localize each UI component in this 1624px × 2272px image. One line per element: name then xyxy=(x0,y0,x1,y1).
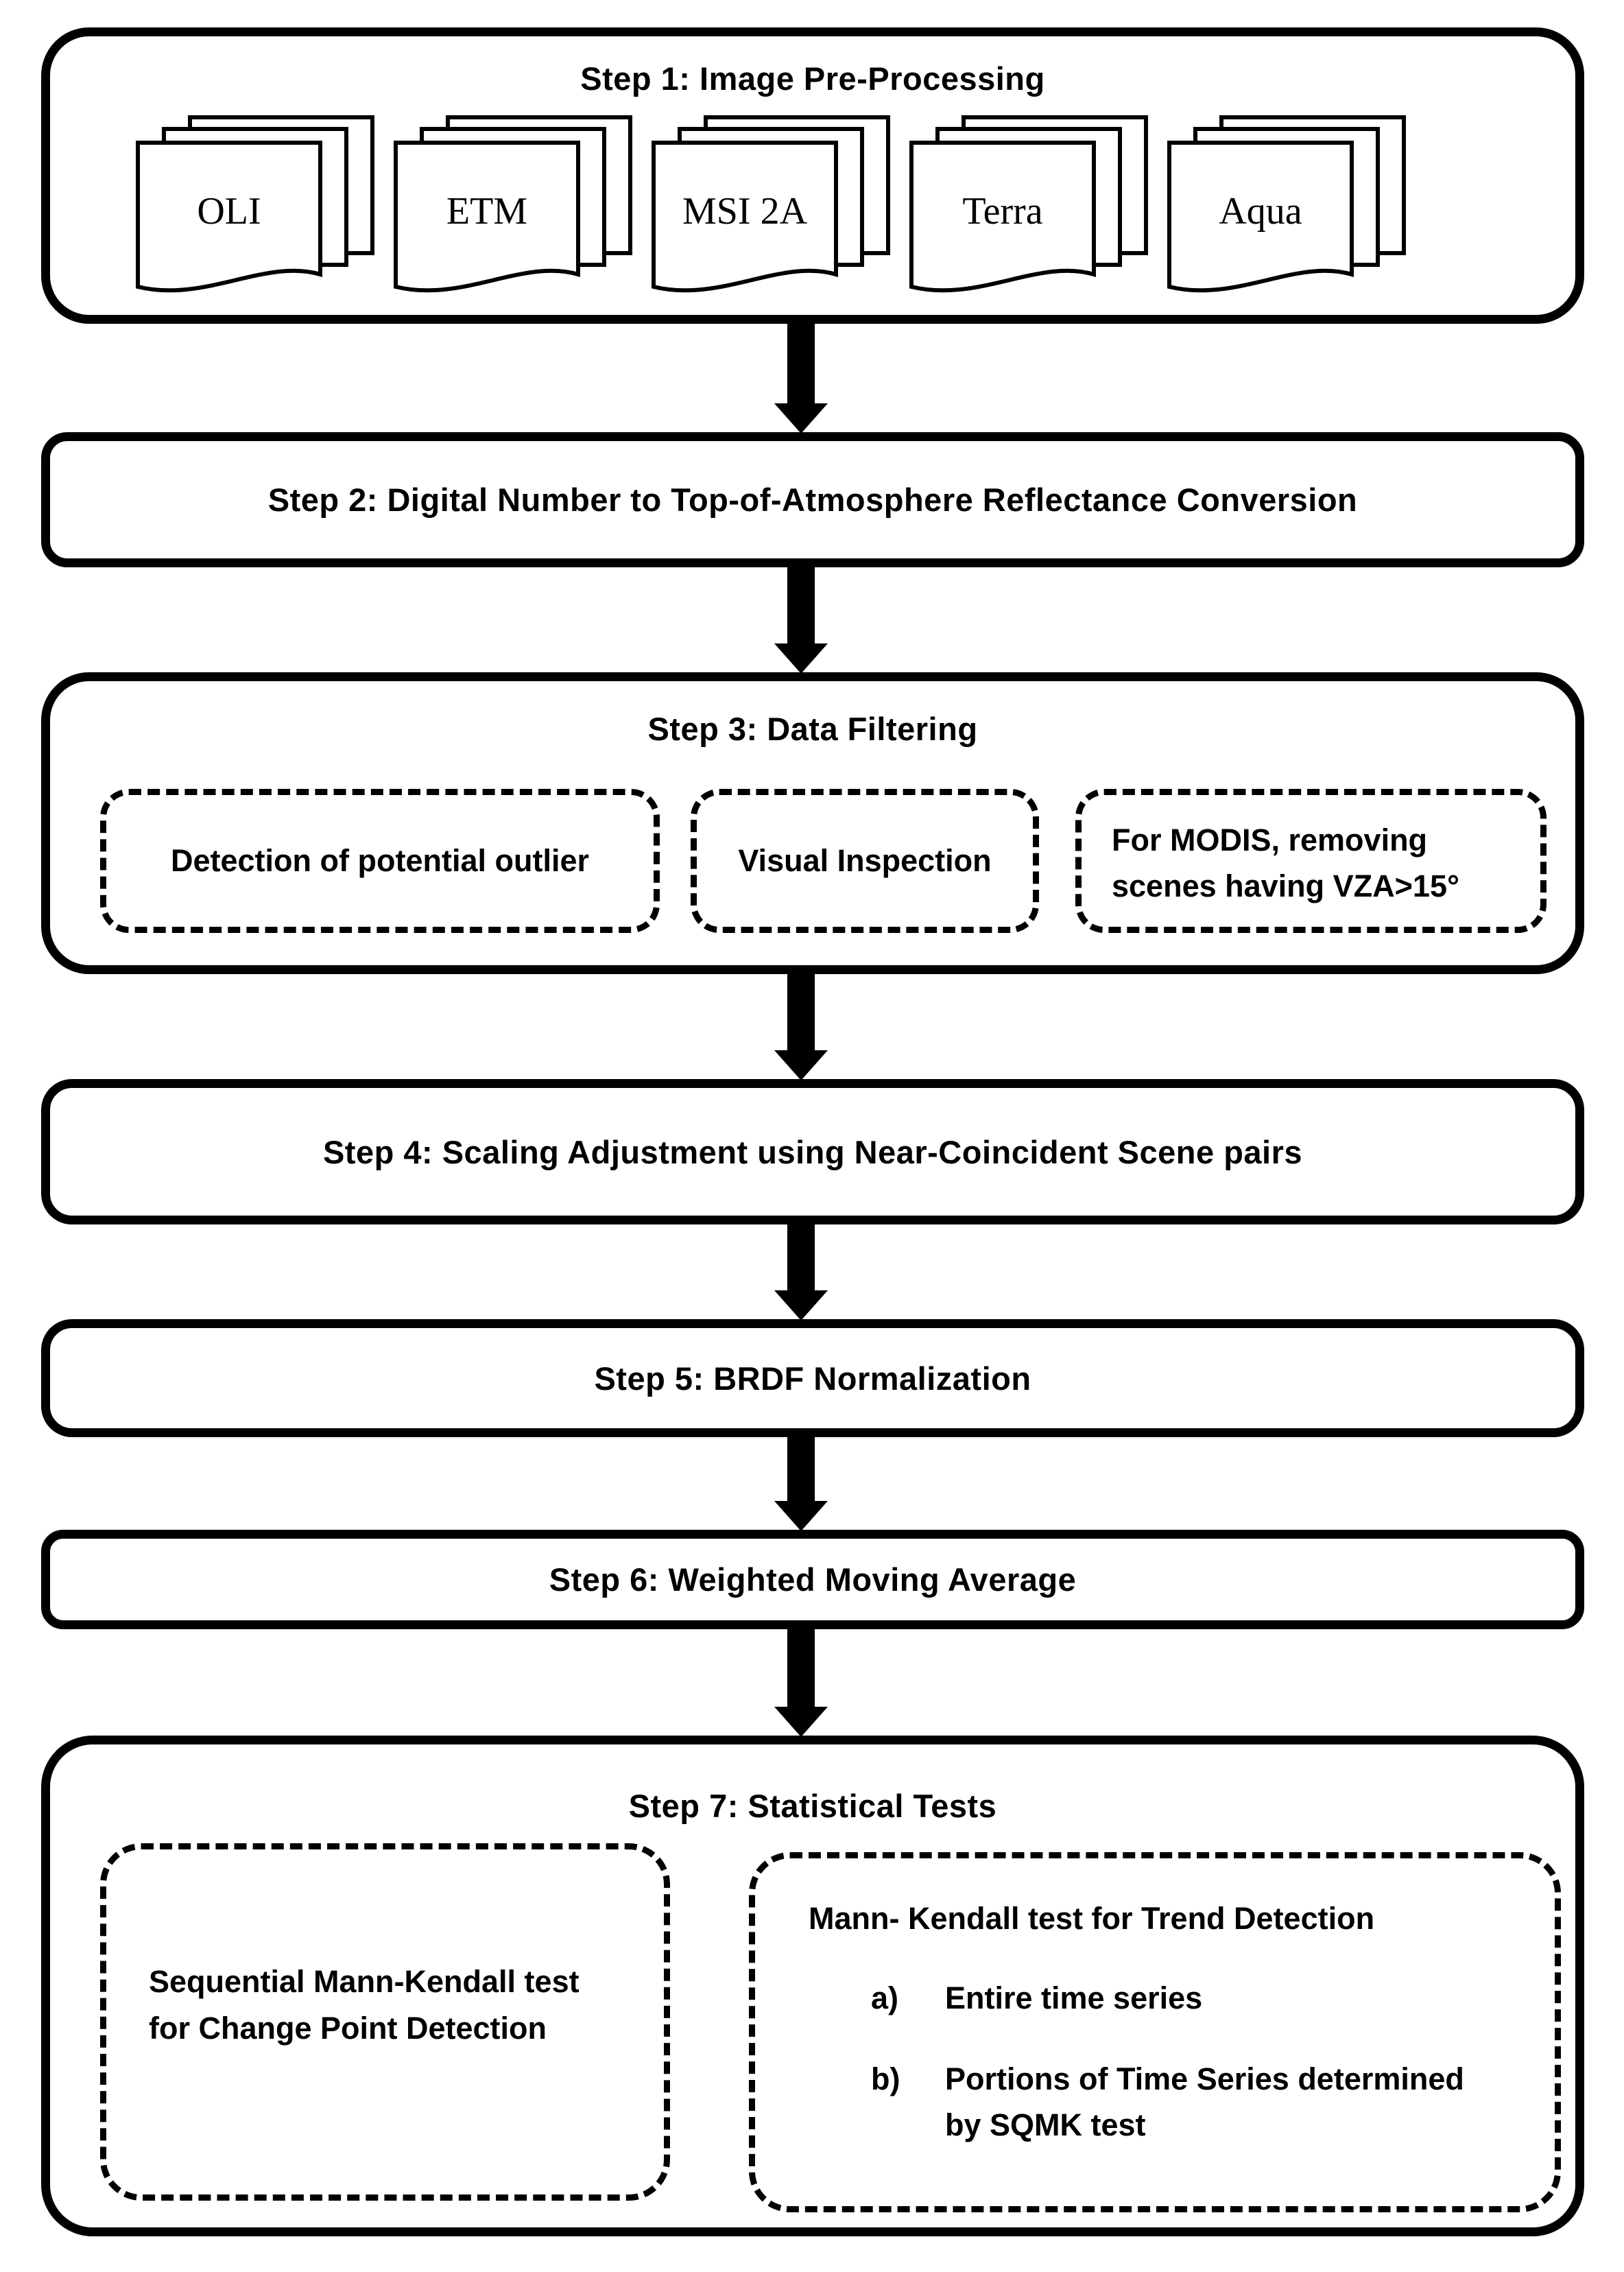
document-stack-icon: Terra xyxy=(909,115,1148,293)
arrow-shaft xyxy=(787,1223,815,1290)
outlier-detection-label: Detection of potential outlier xyxy=(170,843,589,878)
visual-inspection-box: Visual Inspection xyxy=(691,789,1039,933)
arrow-head-icon xyxy=(774,1290,828,1321)
modis-vza-label: For MODIS, removing scenes having VZA>15… xyxy=(1112,822,1459,904)
arrow-step5-to-step6 xyxy=(774,1436,828,1531)
arrow-step2-to-step3 xyxy=(774,566,828,674)
trend-item-a-label: Entire time series xyxy=(945,1980,1203,2016)
trend-item-a: a) Entire time series xyxy=(871,1975,1527,2022)
step4-box: Step 4: Scaling Adjustment using Near-Co… xyxy=(41,1079,1584,1224)
document-stack-icon: OLI xyxy=(136,115,374,293)
modis-vza-box: For MODIS, removing scenes having VZA>15… xyxy=(1075,789,1547,933)
document-label: Aqua xyxy=(1219,190,1302,233)
arrow-head-icon xyxy=(774,1050,828,1080)
outlier-detection-box: Detection of potential outlier xyxy=(100,789,660,933)
step7-title: Step 7: Statistical Tests xyxy=(628,1788,997,1824)
document-label: OLI xyxy=(197,190,261,233)
sqmk-change-point-box: Sequential Mann-Kendall test for Change … xyxy=(100,1843,670,2201)
arrow-shaft xyxy=(787,1436,815,1501)
step7-box: Step 7: Statistical Tests Sequential Man… xyxy=(41,1736,1584,2236)
document-label: MSI 2A xyxy=(682,190,808,233)
arrow-head-icon xyxy=(774,643,828,674)
step2-title: Step 2: Digital Number to Top-of-Atmosph… xyxy=(267,482,1358,518)
arrow-head-icon xyxy=(774,1501,828,1531)
step3-box: Step 3: Data Filtering Detection of pote… xyxy=(41,672,1584,974)
arrow-shaft xyxy=(787,322,815,403)
arrow-shaft xyxy=(787,973,815,1050)
step1-documents: OLI ETM MSI 2A Terra xyxy=(136,115,1407,299)
trend-item-b-label: Portions of Time Series determined by SQ… xyxy=(945,2061,1464,2143)
arrow-step4-to-step5 xyxy=(774,1223,828,1321)
trend-item-b: b) Portions of Time Series determined by… xyxy=(871,2056,1527,2149)
step6-title: Step 6: Weighted Moving Average xyxy=(549,1561,1077,1598)
arrow-step3-to-step4 xyxy=(774,973,828,1080)
arrow-head-icon xyxy=(774,403,828,434)
step1-box: Step 1: Image Pre-Processing OLI ETM MSI… xyxy=(41,27,1584,324)
trend-item-b-marker: b) xyxy=(871,2061,900,2096)
step1-title: Step 1: Image Pre-Processing xyxy=(580,60,1045,97)
trend-item-a-marker: a) xyxy=(871,1980,899,2016)
step6-box: Step 6: Weighted Moving Average xyxy=(41,1530,1584,1629)
arrow-step6-to-step7 xyxy=(774,1628,828,1737)
document-stack-icon: ETM xyxy=(394,115,632,293)
arrow-step1-to-step2 xyxy=(774,322,828,434)
step5-title: Step 5: BRDF Normalization xyxy=(594,1360,1031,1397)
step2-box: Step 2: Digital Number to Top-of-Atmosph… xyxy=(41,432,1584,567)
mann-kendall-heading: Mann- Kendall test for Trend Detection xyxy=(809,1901,1375,1936)
step3-title: Step 3: Data Filtering xyxy=(647,711,978,747)
document-label: Terra xyxy=(962,190,1042,233)
arrow-shaft xyxy=(787,1628,815,1707)
document-label: ETM xyxy=(446,190,527,233)
document-stack-icon: Aqua xyxy=(1167,115,1406,293)
mann-kendall-trend-box: Mann- Kendall test for Trend Detection a… xyxy=(749,1852,1561,2212)
step5-box: Step 5: BRDF Normalization xyxy=(41,1319,1584,1437)
arrow-head-icon xyxy=(774,1707,828,1737)
step4-title: Step 4: Scaling Adjustment using Near-Co… xyxy=(322,1133,1303,1170)
visual-inspection-label: Visual Inspection xyxy=(738,843,992,878)
arrow-shaft xyxy=(787,566,815,643)
document-stack-icon: MSI 2A xyxy=(652,115,890,293)
sqmk-change-point-label: Sequential Mann-Kendall test for Change … xyxy=(149,1964,580,2046)
